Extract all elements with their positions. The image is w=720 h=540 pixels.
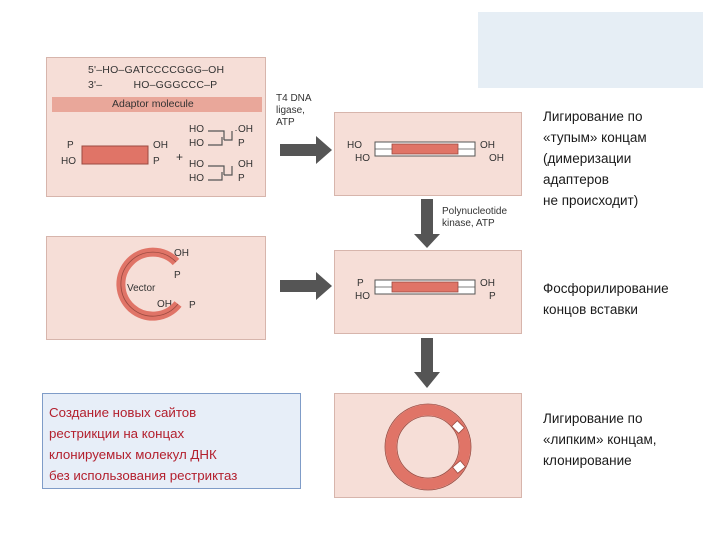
arrow-cloning <box>414 338 440 388</box>
adaptor-fragment-1 <box>208 130 237 146</box>
phos-p-bottom: P <box>489 291 496 302</box>
vector-label: Vector <box>127 283 156 294</box>
phosphorylation-caption: Фосфорилирование концов вставки <box>543 281 669 317</box>
blunt-ho-top: HO <box>347 140 362 151</box>
blank-title-box <box>478 12 703 88</box>
insert-dna-fragment <box>81 145 149 165</box>
adaptor-panel <box>46 57 266 197</box>
adaptor2-p-bottom: P <box>238 173 245 184</box>
blunt-ligation-caption: Лигирование по «тупым» концам (димеризац… <box>543 109 647 208</box>
adaptor2-ho-bottom: HO <box>189 173 204 184</box>
adaptor1-ho-top: HO <box>189 124 204 135</box>
process-arrows <box>280 136 440 388</box>
adaptor1-oh-top: OH <box>238 124 253 135</box>
note-box: Создание новых сайтов рестрикции на конц… <box>42 393 301 489</box>
sticky-ligation-caption: Лигирование по «липким» концам, клониров… <box>543 411 657 468</box>
adaptor-fragment-2 <box>208 165 233 181</box>
phosphorylated-product <box>374 279 476 295</box>
arrow-kinase <box>414 199 440 248</box>
plus-sign: + <box>176 150 184 164</box>
adaptor-top-strand: 5'–HO–GATCCCCGGG–OH <box>88 64 225 76</box>
adaptor1-ho-bottom: HO <box>189 138 204 149</box>
blunt-ligated-product <box>374 141 476 157</box>
adaptor2-oh-top: OH <box>238 159 253 170</box>
blunt-oh-bottom: OH <box>489 153 504 164</box>
vector-oh-top: OH <box>174 248 189 259</box>
adaptor1-p-bottom: P <box>238 138 245 149</box>
vector-oh-bottom: OH <box>157 299 172 310</box>
ligase-label: T4 DNA ligase, ATP <box>276 93 312 128</box>
insert-end-p-left: P <box>67 140 74 151</box>
vector-ring <box>116 247 182 321</box>
phos-oh-top: OH <box>480 278 495 289</box>
insert-end-ho-left: HO <box>61 156 76 167</box>
arrow-vector <box>280 272 332 300</box>
blunt-oh-top: OH <box>480 140 495 151</box>
blunt-ho-bottom: HO <box>355 153 370 164</box>
adaptor-bottom-strand: 3'– HO–GGGCCC–P <box>88 79 218 91</box>
phos-ho-bottom: HO <box>355 291 370 302</box>
vector-p-top: P <box>174 270 181 281</box>
insert-end-oh-right: OH <box>153 140 168 151</box>
recombinant-plasmid <box>384 403 472 491</box>
vector-p-bottom: P <box>189 300 196 311</box>
insert-end-p-right: P <box>153 156 160 167</box>
kinase-label: Polynucleotide kinase, ATP <box>442 206 508 229</box>
phos-p-top: P <box>357 278 364 289</box>
adaptor-molecule-label: Adaptor molecule <box>112 98 194 110</box>
adaptor2-ho-top: HO <box>189 159 204 170</box>
arrow-ligation <box>280 136 332 164</box>
adaptor-molecule-bar: Adaptor molecule <box>52 97 262 112</box>
